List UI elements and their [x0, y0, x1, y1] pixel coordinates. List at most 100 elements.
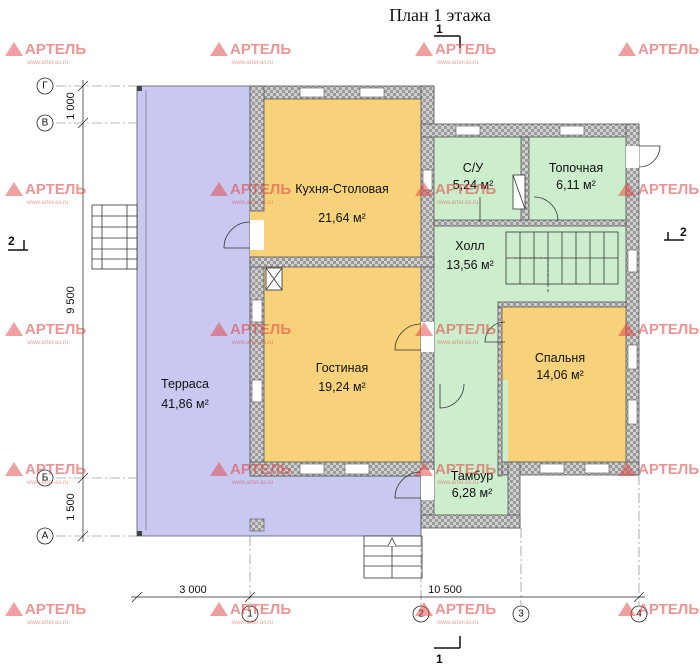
dim-bottom-right: 10 500 — [428, 584, 462, 596]
room-area-vestibule: 6,28 м² — [452, 486, 493, 500]
svg-text:АРТЕЛЬ: АРТЕЛЬ — [435, 461, 496, 478]
axis-lines — [56, 85, 640, 605]
svg-text:АРТЕЛЬ: АРТЕЛЬ — [230, 41, 291, 58]
svg-text:АРТЕЛЬ: АРТЕЛЬ — [25, 601, 86, 618]
plan-title: План 1 этажа — [389, 5, 491, 25]
wall-north-main — [249, 85, 435, 100]
dim-bottom-left: 3 000 — [179, 584, 207, 596]
door-gap-terrace-kitchen — [250, 220, 264, 250]
door-gap-boiler-out — [626, 146, 639, 168]
kitchen-fill — [250, 99, 421, 257]
watermark-logo: АРТЕЛЬ — [618, 181, 699, 198]
wall-kitchen-living — [249, 256, 435, 268]
svg-text:www.artel-as.ru: www.artel-as.ru — [231, 340, 273, 346]
section-marks — [8, 35, 684, 649]
svg-text:АРТЕЛЬ: АРТЕЛЬ — [435, 181, 496, 198]
wall-vestibule-south — [420, 514, 521, 529]
boiler-fill — [529, 137, 626, 220]
room-area-bedroom: 14,06 м² — [536, 368, 584, 382]
door-swings — [223, 145, 661, 499]
svg-text:АРТЕЛЬ: АРТЕЛЬ — [25, 461, 86, 478]
watermark-logo: АРТЕЛЬ www.artel-as.ru — [415, 601, 496, 626]
room-name-terrace: Терраса — [161, 377, 209, 391]
svg-text:АРТЕЛЬ: АРТЕЛЬ — [638, 321, 699, 338]
watermark-logo: АРТЕЛЬ www.artel-as.ru — [415, 321, 496, 346]
svg-text:www.artel-as.ru: www.artel-as.ru — [26, 480, 68, 486]
svg-text:АРТЕЛЬ: АРТЕЛЬ — [25, 41, 86, 58]
bedroom-fill — [501, 306, 626, 462]
svg-text:www.artel-as.ru: www.artel-as.ru — [231, 620, 273, 626]
axis-row-g: Г — [42, 81, 48, 92]
watermark-logo: АРТЕЛЬ www.artel-as.ru — [210, 461, 291, 486]
svg-text:АРТЕЛЬ: АРТЕЛЬ — [230, 461, 291, 478]
svg-text:www.artel-as.ru: www.artel-as.ru — [436, 620, 478, 626]
vestibule-fill — [434, 380, 508, 515]
wall-hall-bedroom — [497, 305, 503, 477]
room-area-living: 19,24 м² — [318, 380, 366, 394]
room-area-terrace: 41,86 м² — [161, 397, 209, 411]
room-name-vestibule: Тамбур — [451, 469, 493, 483]
room-name-bathroom: С/У — [463, 161, 484, 175]
watermark-logo: АРТЕЛЬ — [618, 601, 699, 618]
svg-text:www.artel-as.ru: www.artel-as.ru — [26, 620, 68, 626]
watermark-logo: АРТЕЛЬ — [618, 41, 699, 58]
watermark-logo: АРТЕЛЬ — [618, 461, 699, 478]
svg-text:АРТЕЛЬ: АРТЕЛЬ — [638, 181, 699, 198]
watermark-logo: АРТЕЛЬ www.artel-as.ru — [5, 601, 86, 626]
axis-col-4: 4 — [636, 609, 642, 620]
terrace-posts — [137, 86, 265, 536]
svg-text:www.artel-as.ru: www.artel-as.ru — [26, 340, 68, 346]
windows — [251, 87, 638, 475]
svg-text:www.artel-as.ru: www.artel-as.ru — [231, 480, 273, 486]
room-area-bathroom: 5,24 м² — [453, 178, 494, 192]
terrace-stairs — [91, 204, 138, 270]
room-name-bedroom: Спальня — [535, 351, 585, 365]
svg-text:АРТЕЛЬ: АРТЕЛЬ — [230, 181, 291, 198]
svg-text:АРТЕЛЬ: АРТЕЛЬ — [638, 461, 699, 478]
watermarks: АРТЕЛЬ www.artel-as.ru АРТЕЛЬ www.artel-… — [5, 41, 699, 626]
wall-north-wing — [420, 123, 640, 138]
watermark-logo: АРТЕЛЬ www.artel-as.ru — [5, 461, 86, 486]
watermark-logo: АРТЕЛЬ www.artel-as.ru — [210, 41, 291, 66]
svg-text:АРТЕЛЬ: АРТЕЛЬ — [638, 41, 699, 58]
svg-text:АРТЕЛЬ: АРТЕЛЬ — [435, 41, 496, 58]
watermark-logo: АРТЕЛЬ www.artel-as.ru — [5, 41, 86, 66]
svg-text:www.artel-as.ru: www.artel-as.ru — [436, 480, 478, 486]
room-name-boiler: Топочная — [549, 161, 603, 175]
room-area-hall: 13,56 м² — [446, 258, 494, 272]
svg-text:АРТЕЛЬ: АРТЕЛЬ — [435, 601, 496, 618]
svg-text:АРТЕЛЬ: АРТЕЛЬ — [230, 321, 291, 338]
axis-row-a: А — [42, 531, 49, 542]
entrance-stairs — [363, 535, 423, 579]
wall-west-lower — [249, 256, 265, 477]
room-fills — [136, 85, 626, 537]
axis-col-1: 1 — [247, 609, 253, 620]
section-mark-top: 1 — [436, 22, 443, 36]
living-fill — [264, 267, 421, 462]
wall-hall-bedroom-top — [497, 301, 627, 308]
watermark-logo: АРТЕЛЬ www.artel-as.ru — [415, 181, 496, 206]
svg-text:АРТЕЛЬ: АРТЕЛЬ — [25, 181, 86, 198]
svg-text:www.artel-as.ru: www.artel-as.ru — [26, 60, 68, 66]
section-mark-right: 2 — [680, 225, 687, 239]
room-name-hall: Холл — [455, 239, 484, 253]
svg-text:www.artel-as.ru: www.artel-as.ru — [231, 60, 273, 66]
wall-south-living — [249, 461, 435, 477]
chimneys — [265, 174, 526, 291]
watermark-logo: АРТЕЛЬ — [618, 321, 699, 338]
room-name-living: Гостиная — [316, 361, 368, 375]
axis-row-v: В — [42, 118, 49, 129]
bathroom-fill — [434, 137, 521, 220]
watermark-logo: АРТЕЛЬ www.artel-as.ru — [210, 181, 291, 206]
section-mark-bottom: 1 — [436, 652, 443, 666]
watermark-logo: АРТЕЛЬ www.artel-as.ru — [5, 181, 86, 206]
dimension-lines — [77, 80, 645, 603]
hall-fill — [434, 226, 626, 306]
walls — [249, 85, 640, 529]
section-mark-left: 2 — [8, 234, 15, 248]
wall-east-kitchen — [420, 85, 435, 517]
svg-text:www.artel-as.ru: www.artel-as.ru — [436, 60, 478, 66]
watermark-logo: АРТЕЛЬ www.artel-as.ru — [5, 321, 86, 346]
hall-fill-lower — [434, 306, 498, 380]
svg-text:www.artel-as.ru: www.artel-as.ru — [436, 340, 478, 346]
